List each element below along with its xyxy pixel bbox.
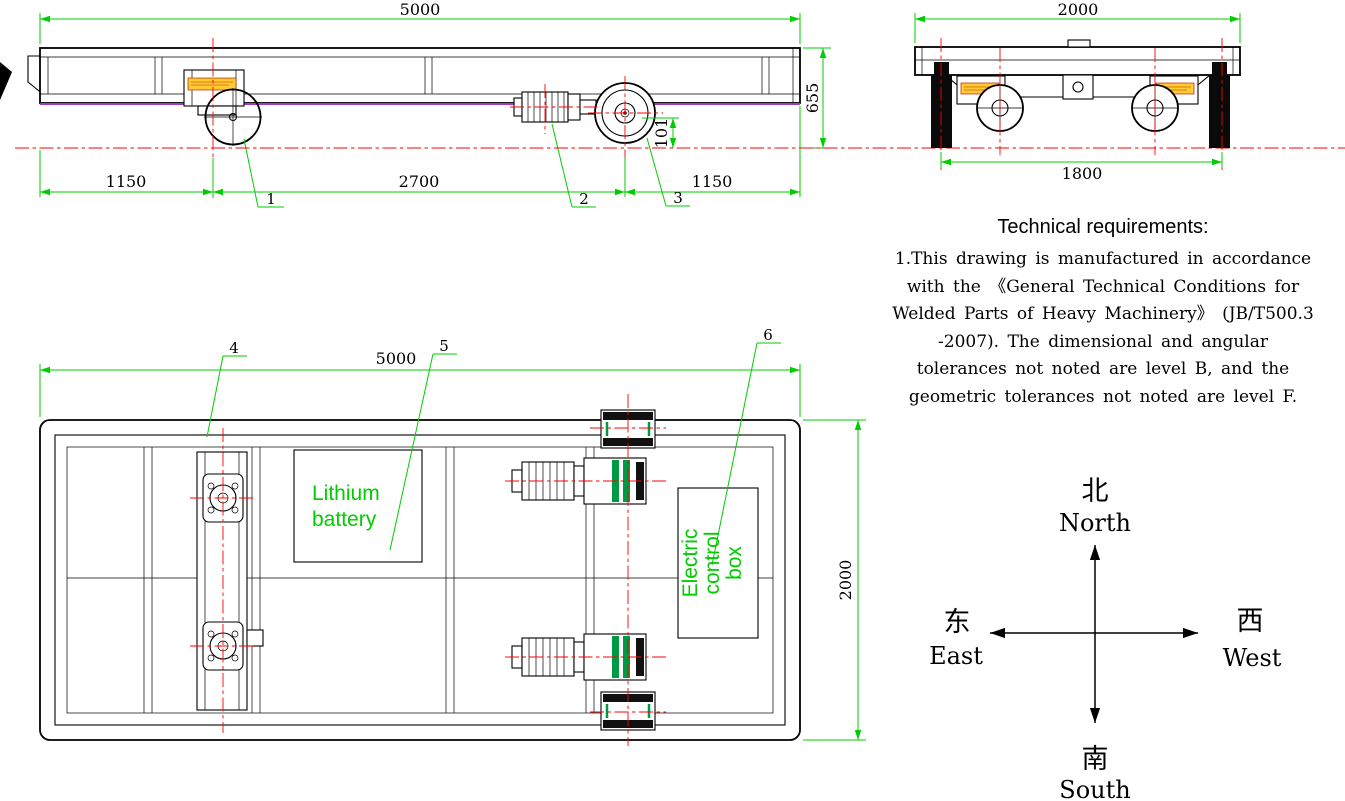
dim-total-length: 5000 (400, 0, 441, 19)
callout-5: 5 (439, 337, 449, 355)
side-wheel-1 (204, 88, 262, 146)
tech-requirements-line: with the 《General Technical Conditions f… (906, 276, 1300, 297)
end-dimensions: 2000 1800 (914, 0, 1241, 183)
side-dimensions: 5000 1150 2700 1150 655 101 (39, 0, 831, 197)
compass: 北 North 东 East 西 West 南 South (929, 476, 1282, 801)
callout-4: 4 (229, 339, 239, 357)
side-drive-unit-1 (183, 69, 245, 116)
end-coupler (1062, 74, 1094, 100)
dim-overall-width: 2000 (1058, 0, 1099, 19)
dim-plan-width: 2000 (836, 560, 855, 601)
dim-wheelbase: 2700 (399, 172, 440, 191)
dim-left-overhang: 1150 (106, 172, 147, 191)
dim-plan-length: 5000 (376, 349, 417, 368)
dim-deck-height: 655 (803, 83, 822, 114)
plan-wheel-column (196, 451, 264, 711)
side-view: 5000 1150 2700 1150 655 101 1 2 3 (0, 0, 831, 208)
callout-1: 1 (266, 190, 276, 208)
plan-centerlines (190, 394, 668, 746)
callout-2: 2 (579, 190, 589, 208)
plan-frame (39, 419, 801, 741)
dim-right-overhang: 1150 (692, 172, 733, 191)
compass-east-cn: 东 (944, 607, 971, 638)
tech-requirements-title: Technical requirements: (997, 216, 1209, 238)
callout-6: 6 (763, 326, 773, 344)
side-callouts: 1 2 3 (243, 123, 690, 208)
plan-callouts: 4 5 6 (206, 326, 781, 566)
end-wheel-right-outer (1209, 62, 1230, 148)
tech-requirements-line: -2007). The dimensional and angular (938, 331, 1268, 352)
tech-requirements-line: 1.This drawing is manufactured in accord… (894, 249, 1312, 269)
tech-requirements-line: geometric tolerances not noted are level… (908, 386, 1298, 407)
section-mark (0, 62, 12, 100)
brand-label (187, 77, 237, 91)
battery-label-line2: battery (312, 508, 377, 531)
end-view: 2000 1800 (914, 0, 1241, 183)
compass-east-en: East (929, 642, 983, 670)
control-box: Electric control box (677, 487, 759, 639)
compass-west-cn: 西 (1237, 606, 1264, 637)
plan-dimensions: 5000 2000 (39, 349, 866, 741)
control-label-line3: box (723, 546, 746, 580)
tech-requirements-line: tolerances not noted are level B, and th… (916, 359, 1290, 379)
control-label-line1: Electric (679, 529, 702, 598)
compass-south-cn: 南 (1082, 744, 1109, 775)
technical-requirements-block: Technical requirements: 1.This drawing i… (868, 216, 1338, 411)
battery-label-line1: Lithium (312, 482, 380, 505)
side-frame (27, 47, 801, 105)
end-wheel-left-outer (931, 62, 952, 148)
compass-north-cn: 北 (1082, 476, 1109, 507)
dim-wheel-rail: 101 (652, 118, 671, 149)
battery-box: Lithium battery (293, 449, 423, 563)
compass-west-en: West (1223, 644, 1282, 672)
dim-track-gauge: 1800 (1062, 164, 1103, 183)
callout-3: 3 (673, 189, 683, 207)
end-platform (914, 39, 1241, 76)
compass-north-en: North (1059, 509, 1131, 537)
tech-requirements-line: Welded Parts of Heavy Machinery》 (JB/T50… (892, 304, 1314, 324)
compass-south-en: South (1059, 776, 1130, 801)
plan-view: Lithium battery (39, 326, 866, 746)
end-centerlines (940, 38, 1223, 170)
